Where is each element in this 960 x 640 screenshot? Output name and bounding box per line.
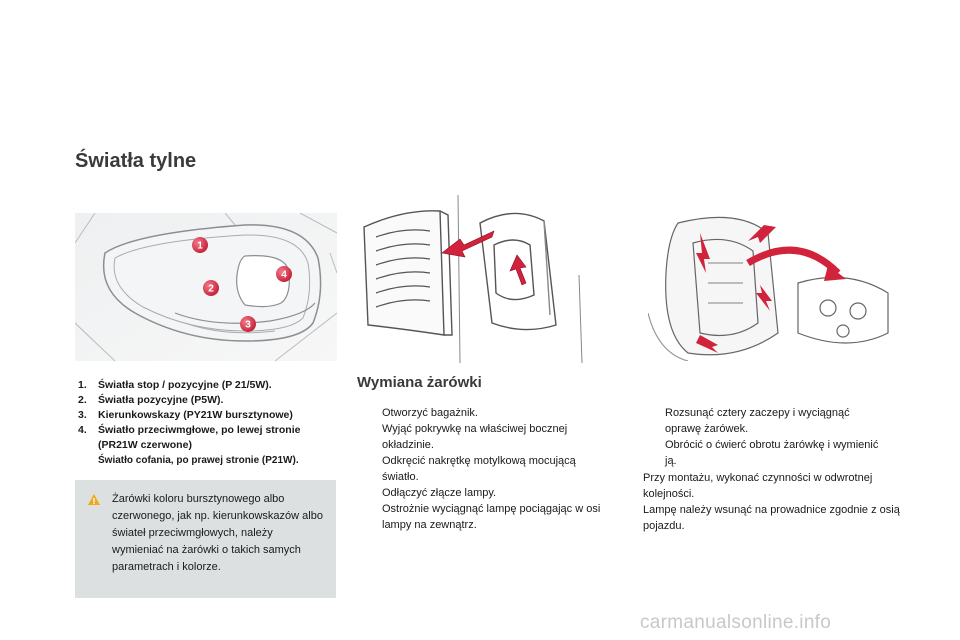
- legend-item: 1. Światła stop / pozycyjne (P 21/5W).: [78, 378, 348, 393]
- legend-text: Światła pozycyjne (P5W).: [98, 394, 224, 406]
- section-heading: Wymiana żarówki: [357, 374, 482, 391]
- callout-2-label: 2: [208, 284, 214, 295]
- step-text: Ostrożnie wyciągnąć lampę pociągając w o…: [382, 503, 601, 531]
- legend-num: 2.: [78, 394, 87, 406]
- callout-4: 4: [276, 266, 292, 282]
- callout-3: 3: [240, 316, 256, 332]
- step-item: Obrócić o ćwierć obrotu żarówkę i wymien…: [643, 437, 913, 469]
- info-note: Żarówki koloru bursztynowego albo czerwo…: [75, 480, 336, 598]
- step-text: Wyjąć pokrywkę na właściwej bocznej okła…: [382, 423, 568, 451]
- tail-lamp-illustration: 1 2 3 4: [75, 213, 337, 361]
- remove-arrow: [441, 230, 495, 258]
- legend-num: 3.: [78, 409, 87, 421]
- step-item: Rozsunąć cztery zaczepy i wyciągnąć opra…: [643, 405, 913, 437]
- clip-arrow-2: [748, 225, 776, 243]
- legend-text: Światła stop / pozycyjne (P 21/5W).: [98, 379, 272, 391]
- page-title: Światła tylne: [75, 150, 197, 172]
- legend-item: 4. Światło przeciwmgłowe, po lewej stron…: [78, 423, 348, 468]
- legend-num: 4.: [78, 424, 87, 436]
- callout-3-label: 3: [245, 320, 251, 331]
- watermark: carmanualsonline.info: [640, 612, 832, 633]
- legend-subtext: Światło cofania, po prawej stronie (P21W…: [98, 455, 299, 466]
- bullet-glyph: [360, 453, 382, 485]
- bullet-glyph: [360, 405, 382, 421]
- bulb-legend: 1. Światła stop / pozycyjne (P 21/5W). 2…: [78, 378, 348, 468]
- legend-text: Światło przeciwmgłowe, po lewej stronie …: [98, 424, 301, 451]
- step-item: Wyjąć pokrywkę na właściwej bocznej okła…: [360, 421, 610, 453]
- legend-item: 2. Światła pozycyjne (P5W).: [78, 393, 348, 408]
- bulb-holder-illustration: [648, 213, 910, 361]
- steps-list-left: Otworzyć bagażnik. Wyjąć pokrywkę na wła…: [360, 405, 610, 533]
- reassembly-note: Przy montażu, wykonać czynności w odwrot…: [643, 472, 873, 500]
- clip-arrow-4: [696, 335, 718, 353]
- step-text: Rozsunąć cztery zaczepy i wyciągnąć opra…: [665, 407, 850, 435]
- step-item: Odkręcić nakrętkę motylkową mocującą świ…: [360, 453, 610, 485]
- callout-1-label: 1: [197, 241, 203, 252]
- step-text: Odłączyć złącze lampy.: [382, 487, 497, 499]
- guide-rail-note: Lampę należy wsunąć na prowadnice zgodni…: [643, 504, 900, 532]
- bullet-glyph: [360, 485, 382, 501]
- legend-item: 3. Kierunkowskazy (PY21W bursztynowe): [78, 408, 348, 423]
- info-note-text: Żarówki koloru bursztynowego albo czerwo…: [112, 493, 323, 573]
- bullet-glyph: [643, 437, 665, 469]
- bullet-glyph: [360, 501, 382, 533]
- legend-text: Kierunkowskazy (PY21W bursztynowe): [98, 409, 293, 421]
- callout-1: 1: [192, 237, 208, 253]
- callout-2: 2: [203, 280, 219, 296]
- bullet-glyph: [643, 405, 665, 437]
- step-text: Odkręcić nakrętkę motylkową mocującą świ…: [382, 455, 576, 483]
- clip-arrow-3: [756, 285, 772, 311]
- steps-list-right: Rozsunąć cztery zaczepy i wyciągnąć opra…: [643, 405, 913, 469]
- step-item: Otworzyć bagażnik.: [360, 405, 610, 421]
- step-text: Obrócić o ćwierć obrotu żarówkę i wymien…: [665, 439, 879, 467]
- info-icon: [88, 494, 100, 505]
- legend-text-group: Światło przeciwmgłowe, po lewej stronie …: [98, 423, 348, 468]
- bullet-glyph: [360, 421, 382, 453]
- unscrew-arrow: [509, 254, 527, 286]
- step-text: Otworzyć bagażnik.: [382, 407, 478, 419]
- legend-num: 1.: [78, 379, 87, 391]
- step-item: Ostrożnie wyciągnąć lampę pociągając w o…: [360, 501, 610, 533]
- trim-cover-illustration: [344, 185, 584, 363]
- clip-arrow-1: [696, 233, 710, 273]
- step-item: Odłączyć złącze lampy.: [360, 485, 610, 501]
- callout-4-label: 4: [281, 270, 287, 281]
